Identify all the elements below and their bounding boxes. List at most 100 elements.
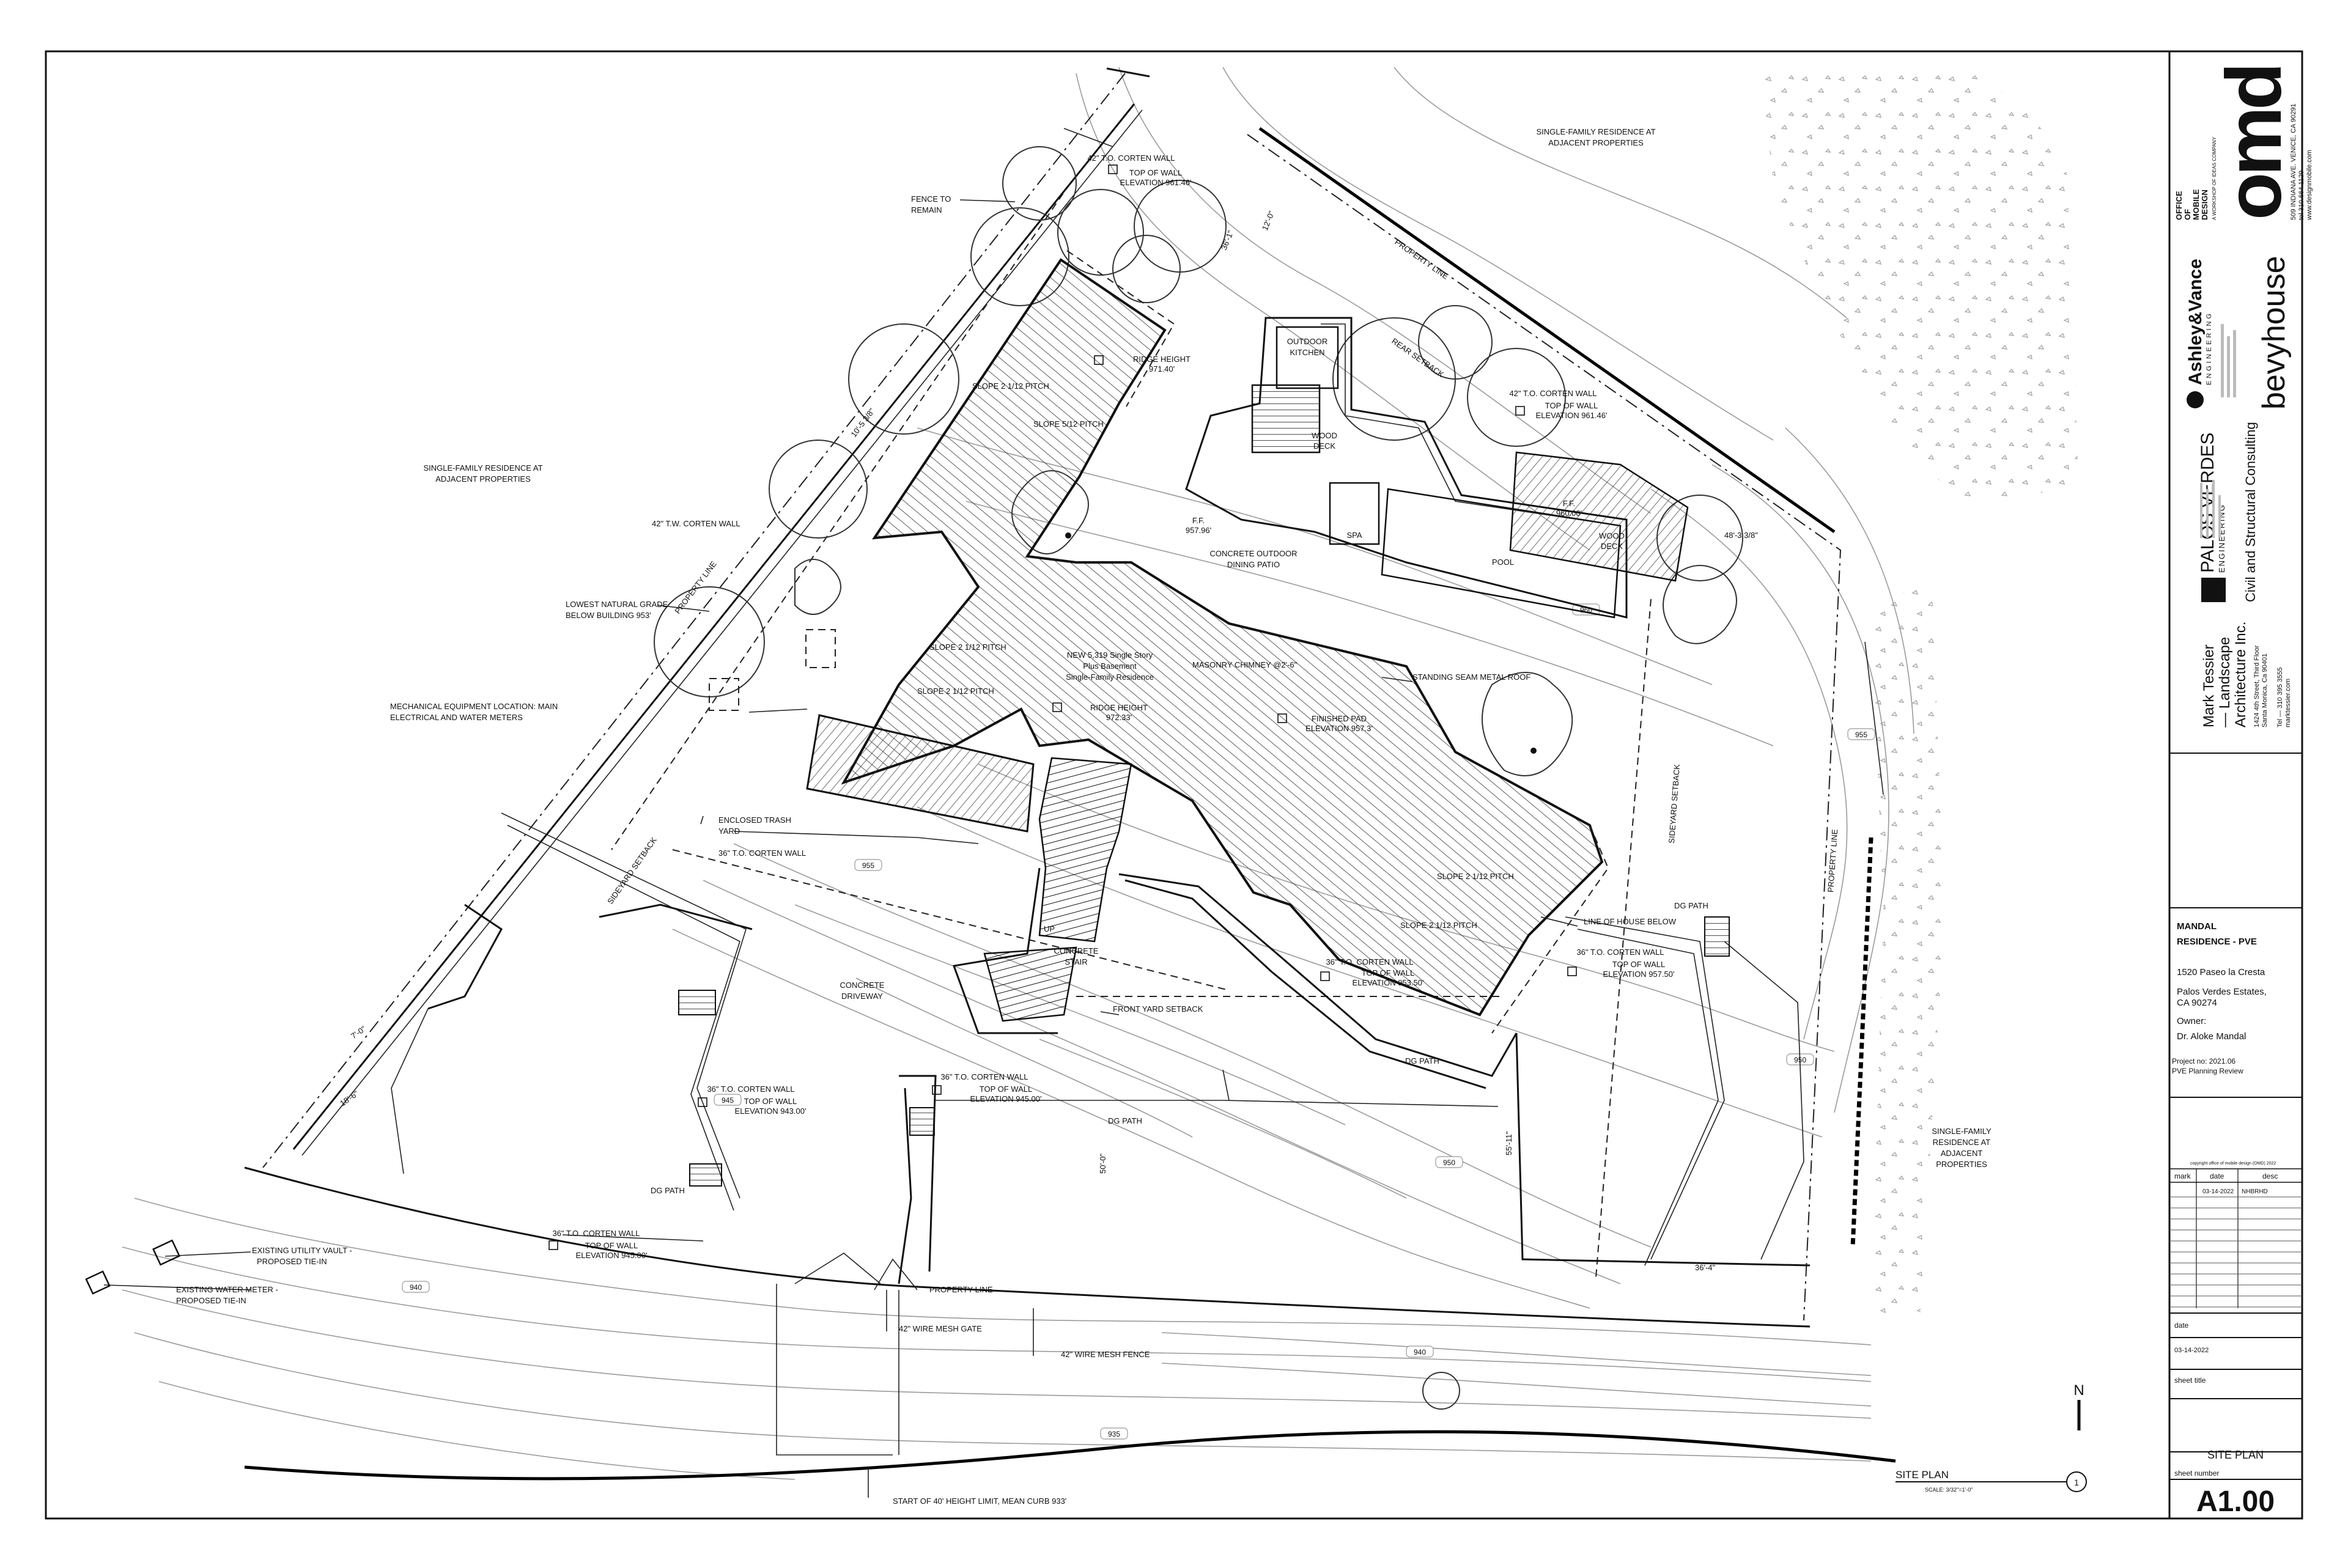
- omd-contact: 509 INDIANA AVE. VENICE, CA 90291 tel 31…: [2290, 103, 2313, 221]
- label-wall-943-2: TOP OF WALL: [744, 1097, 797, 1106]
- svg-text:DESIGN: DESIGN: [2200, 190, 2209, 220]
- label-utility-vault-1: EXISTING UTILITY VAULT -: [252, 1246, 352, 1255]
- contour-label-945: 945: [722, 1096, 734, 1105]
- label-finished-pad-1: FINISHED PAD: [1312, 714, 1367, 723]
- drawing-title: SITE PLAN SCALE: 3/32"=1'-0" 1: [1896, 1469, 2087, 1493]
- label-dg-path-2: DG PATH: [1108, 1116, 1142, 1125]
- rev-header-mark: mark: [2174, 1172, 2191, 1180]
- label-ff-2a: F.F.: [1563, 499, 1575, 508]
- trees: [654, 146, 1743, 1410]
- outdoor-kitchen: [1276, 326, 1339, 389]
- palos-verdes-tagline: Civil and Structural Consulting: [2243, 422, 2258, 602]
- svg-text:Santa Monica, Ca 90401: Santa Monica, Ca 90401: [2261, 653, 2269, 727]
- svg-text:omd: omd: [2210, 66, 2298, 220]
- contour-label-950a: 950: [1443, 1158, 1455, 1167]
- corten-wall-northwest: [292, 103, 1143, 1156]
- dim-pool: 48'-3 3/8": [1724, 531, 1758, 540]
- label-wall-943-1: 36" T.O. CORTEN WALL: [707, 1084, 794, 1094]
- basement-roof: [806, 714, 1035, 833]
- label-mechanical-1: MECHANICAL EQUIPMENT LOCATION: MAIN: [390, 702, 558, 711]
- svg-text:Ashley&Vance: Ashley&Vance: [2185, 259, 2206, 385]
- label-dg-path-1: DG PATH: [1405, 1056, 1439, 1066]
- svg-text:1424 4th Street, Third Floor: 1424 4th Street, Third Floor: [2253, 645, 2261, 727]
- label-wood-deck-east-2: DECK: [1601, 542, 1623, 551]
- wood-deck-east: [1509, 451, 1689, 582]
- label-lowest-grade-1: LOWEST NATURAL GRADE: [566, 600, 668, 609]
- label-slope-c: SLOPE 2 1/12 PITCH: [929, 642, 1006, 652]
- label-new-residence-2: Plus Basement: [1083, 661, 1137, 671]
- contour-label-935: 935: [1108, 1430, 1120, 1438]
- label-wall-945a-2: TOP OF WALL: [980, 1084, 1032, 1094]
- omd-name: OFFICE OF MOBILE DESIGN A WORKSHOP OF ID…: [2174, 136, 2217, 220]
- label-trash-1: ENCLOSED TRASH: [718, 815, 791, 825]
- label-wall-945a-1: 36" T.O. CORTEN WALL: [940, 1072, 1028, 1081]
- title-block: omd OFFICE OF MOBILE DESIGN A WORKSHOP O…: [2168, 50, 2313, 1520]
- label-adjacent-east-2: RESIDENCE AT: [1933, 1138, 1990, 1147]
- label-front-setback: FRONT YARD SETBACK: [1113, 1004, 1203, 1014]
- dim-12: 12'-0": [1260, 209, 1276, 232]
- steps-east: [1704, 916, 1730, 957]
- owner-label: Owner:: [2177, 1016, 2206, 1026]
- date-value: 03-14-2022: [2174, 1347, 2209, 1354]
- label-wire-mesh-fence: 42" WIRE MESH FENCE: [1061, 1350, 1150, 1359]
- svg-text:Architecture Inc.: Architecture Inc.: [2232, 622, 2249, 727]
- label-adjacent-east-4: PROPERTIES: [1936, 1160, 1987, 1169]
- label-standing-seam-roof: STANDING SEAM METAL ROOF: [1412, 672, 1530, 682]
- label-water-meter-2: PROPOSED TIE-IN: [176, 1296, 246, 1305]
- sheet-number: A1.00: [2196, 1485, 2275, 1518]
- review-phase: PVE Planning Review: [2172, 1067, 2243, 1075]
- sheet-title-label: sheet title: [2174, 1376, 2206, 1385]
- fence-east: [1850, 837, 1874, 1248]
- wood-deck-west: [1251, 384, 1321, 454]
- label-stair-2: STAIR: [1065, 957, 1087, 966]
- label-wall-945b-1: 36" T.O. CORTEN WALL: [552, 1229, 640, 1238]
- dim-rear: 36'-1": [1219, 229, 1235, 251]
- dim-50: 50'-0": [1098, 1153, 1107, 1174]
- label-property-line-east: PROPERTY LINE: [1826, 829, 1839, 893]
- label-wall-957-2: TOP OF WALL: [1612, 960, 1665, 969]
- north-arrow: N: [2073, 1382, 2084, 1430]
- label-new-residence-1: NEW 5,319 Single Story: [1067, 650, 1153, 660]
- mechanical-equipment: [805, 629, 836, 668]
- vegetation-area-e: [1871, 587, 1944, 1320]
- label-wire-mesh-gate: 42" WIRE MESH GATE: [899, 1324, 982, 1333]
- contour-label-955b: 955: [1855, 731, 1867, 739]
- label-adjacent-east-1: SINGLE-FAMILY: [1932, 1127, 1992, 1136]
- label-wall-945a-3: ELEVATION 945.00': [970, 1094, 1042, 1103]
- label-wall-953-3: ELEVATION 953.50': [1353, 978, 1424, 987]
- label-wall-north-3: ELEVATION 961.46': [1120, 178, 1192, 187]
- project-name-1: MANDAL: [2177, 921, 2217, 932]
- label-ridge-2a: RIDGE HEIGHT: [1090, 703, 1148, 712]
- label-dining-patio-2: DINING PATIO: [1227, 560, 1280, 569]
- label-sideyard-west: SIDEYARD SETBACK: [605, 836, 659, 906]
- label-outdoor-kitchen-1: OUTDOOR: [1287, 337, 1327, 346]
- label-line-of-house: LINE OF HOUSE BELOW: [1584, 917, 1677, 926]
- contour-label-940b: 940: [1414, 1348, 1426, 1356]
- label-up: UP: [1044, 924, 1055, 933]
- label-adjacent-west-1: SINGLE-FAMILY RESIDENCE AT: [423, 463, 542, 473]
- callout-markers: [548, 164, 1577, 1250]
- site-plan-drawing: 960 955 955 950 950 945 940 940 935: [85, 67, 2087, 1506]
- label-property-line-south: PROPERTY LINE: [929, 1285, 993, 1294]
- label-dining-patio-1: CONCRETE OUTDOOR: [1210, 549, 1298, 558]
- label-wall-943-3: ELEVATION 943.00': [735, 1106, 807, 1116]
- label-ridge-2b: 972.33': [1106, 713, 1132, 722]
- svg-text:MOBILE: MOBILE: [2191, 189, 2201, 220]
- sheet-number-label: sheet number: [2174, 1469, 2219, 1478]
- dim-55: 55'-11": [1504, 1131, 1513, 1155]
- label-wall-east-2: TOP OF WALL: [1545, 401, 1598, 410]
- label-corten-36: 36" T.O. CORTEN WALL: [718, 848, 806, 858]
- label-outdoor-kitchen-2: KITCHEN: [1290, 348, 1324, 357]
- label-trash-2: YARD: [718, 826, 740, 836]
- label-height-limit: START OF 40' HEIGHT LIMIT, MEAN CURB 933…: [893, 1496, 1066, 1506]
- water-meter: [85, 1270, 111, 1295]
- svg-text:marktessier.com: marktessier.com: [2284, 679, 2292, 727]
- label-wall-957-1: 36" T.O. CORTEN WALL: [1576, 948, 1664, 957]
- contour-labels: 960 955 955 950 950 945 940 940 935: [402, 603, 1875, 1440]
- rev-row-date: 03-14-2022: [2202, 1188, 2234, 1195]
- label-wall-north-1: 42" T.O. CORTEN WALL: [1087, 153, 1175, 163]
- label-wall-945b-2: TOP OF WALL: [585, 1241, 638, 1250]
- svg-text:tel 310.664.1129: tel 310.664.1129: [2298, 171, 2305, 220]
- plan-labels: SINGLE-FAMILY RESIDENCE AT ADJACENT PROP…: [176, 127, 1992, 1506]
